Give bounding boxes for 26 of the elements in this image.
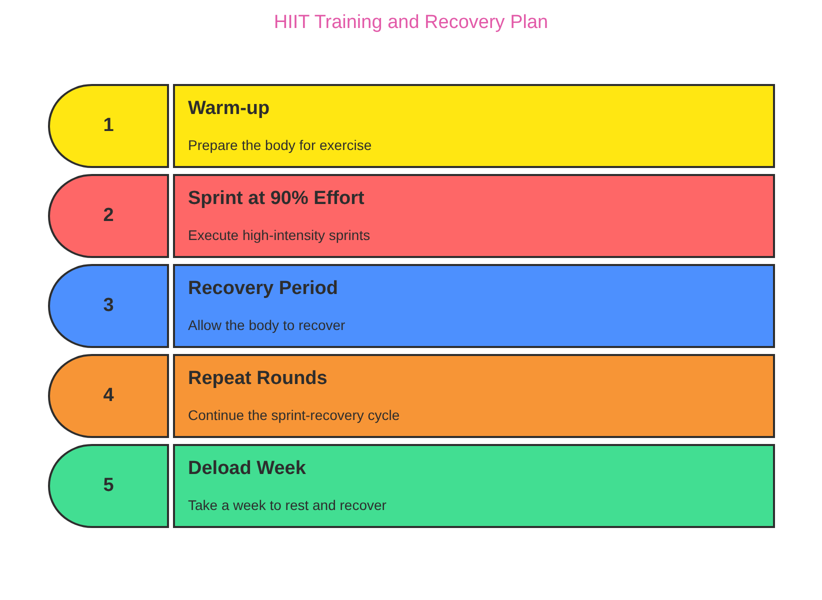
number-tab [48,354,169,438]
step-number: 3 [103,295,114,317]
step-title: Deload Week [188,458,306,480]
step-description: Take a week to rest and recover [188,496,386,514]
number-tab [48,174,169,258]
number-tab [48,264,169,348]
step-description: Continue the sprint-recovery cycle [188,406,400,424]
step-card [173,174,775,258]
step-title: Warm-up [188,98,270,120]
step-title: Repeat Rounds [188,368,328,390]
step-card [173,264,775,348]
step-card [173,84,775,168]
step-number: 5 [103,475,114,497]
step-number: 2 [103,205,114,227]
number-tab [48,84,169,168]
step-description: Prepare the body for exercise [188,136,372,154]
step-number: 4 [103,385,114,407]
number-tab [48,444,169,528]
step-card [173,444,775,528]
step-description: Execute high-intensity sprints [188,226,370,244]
step-title: Recovery Period [188,278,338,300]
step-title: Sprint at 90% Effort [188,188,364,210]
diagram-title: HIIT Training and Recovery Plan [274,11,548,35]
step-number: 1 [103,115,114,137]
step-card [173,354,775,438]
step-description: Allow the body to recover [188,316,346,334]
